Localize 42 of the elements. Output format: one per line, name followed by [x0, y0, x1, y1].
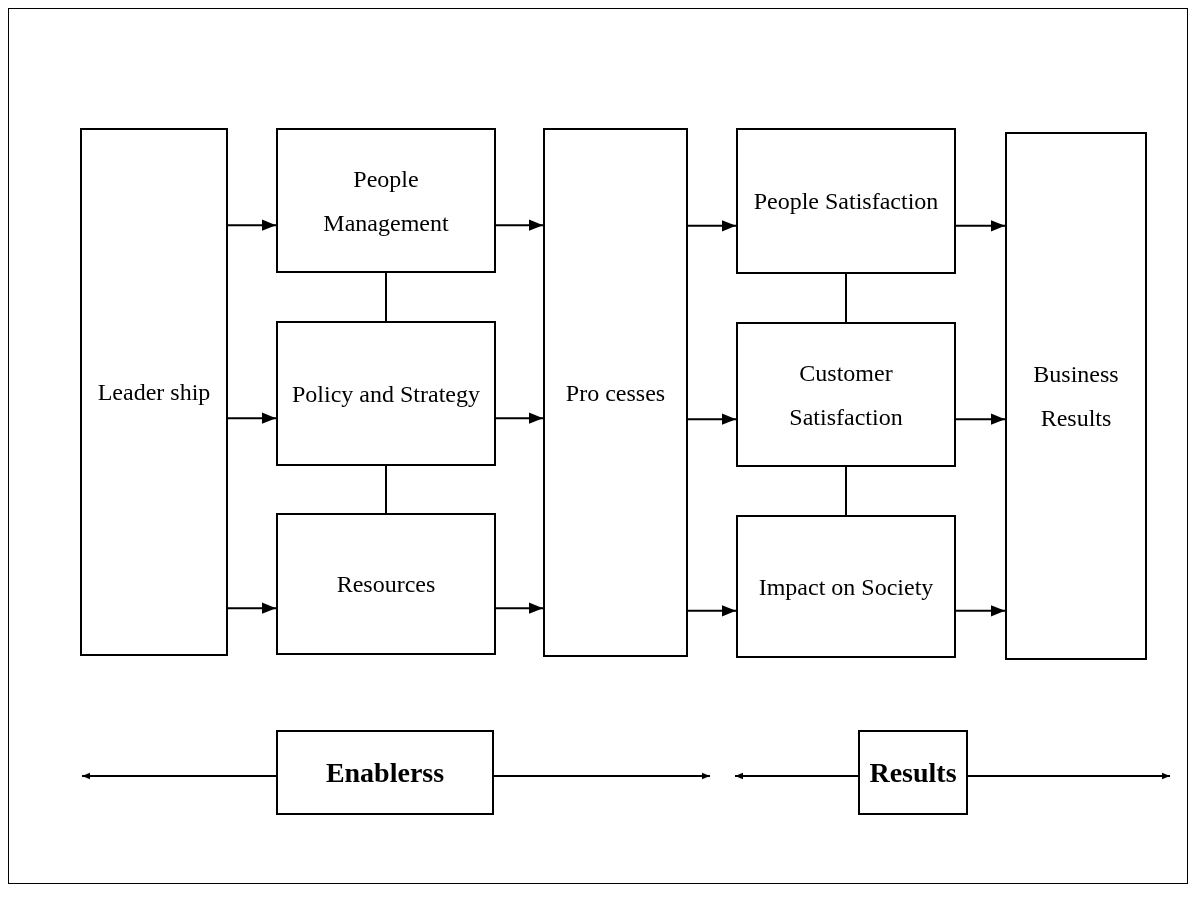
process-box — [276, 128, 496, 273]
category-label: Results — [869, 755, 957, 790]
connector-line — [845, 273, 847, 323]
arrow — [227, 602, 277, 614]
process-box — [543, 128, 688, 657]
category-box — [276, 730, 494, 815]
arrow — [227, 219, 277, 231]
arrow — [495, 412, 544, 424]
process-box — [276, 513, 496, 655]
box-label: Impact on Society — [758, 572, 934, 602]
arrow — [493, 772, 711, 780]
arrow — [955, 413, 1006, 425]
box-label: Customer Satisfaction — [788, 358, 904, 432]
process-box — [736, 322, 956, 467]
box-label: Leader ship — [97, 378, 211, 407]
arrow — [495, 219, 544, 231]
box-label: Policy and Strategy — [292, 379, 480, 409]
connector-line — [385, 465, 387, 514]
arrow — [687, 220, 737, 232]
process-box — [80, 128, 228, 656]
arrow — [687, 413, 737, 425]
arrow — [967, 772, 1171, 780]
process-box — [1005, 132, 1147, 660]
arrow — [955, 220, 1006, 232]
box-label: People Satisfaction — [753, 187, 939, 216]
category-label: Enablerss — [325, 755, 445, 790]
arrow — [81, 772, 277, 780]
process-box — [736, 515, 956, 658]
arrow — [955, 605, 1006, 617]
box-label: Business Results — [1032, 360, 1120, 433]
category-box — [858, 730, 968, 815]
box-label: People Management — [322, 164, 450, 238]
box-label: Resources — [336, 570, 436, 599]
arrow — [687, 605, 737, 617]
arrow — [227, 412, 277, 424]
process-box — [736, 128, 956, 274]
arrow — [495, 602, 544, 614]
connector-line — [385, 272, 387, 322]
connector-line — [845, 466, 847, 516]
box-label: Pro cesses — [565, 378, 666, 408]
arrow — [734, 772, 859, 780]
process-box — [276, 321, 496, 466]
